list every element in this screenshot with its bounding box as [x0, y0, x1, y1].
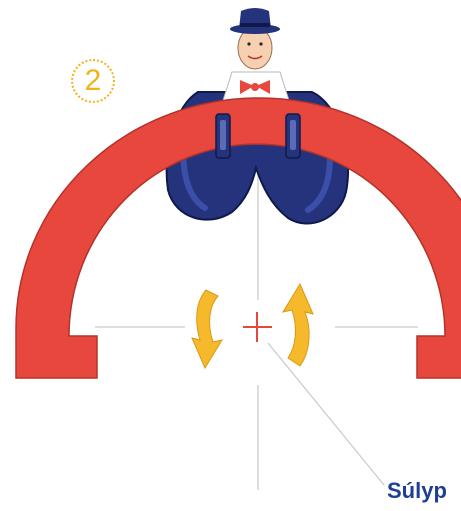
- guide-lines: [95, 165, 418, 490]
- acrobat-bow-knot: [251, 83, 259, 91]
- rotation-arrow-left: [191, 289, 224, 370]
- center-of-gravity-label: Súlyp: [387, 478, 447, 503]
- support-arch: [15, 97, 461, 379]
- rotation-arrow-right: [281, 282, 314, 367]
- acrobat-hands: [215, 113, 301, 159]
- step-number-badge: 2: [71, 59, 115, 103]
- acrobat-bow-tie: [240, 80, 270, 94]
- rotation-arrows-icon: [191, 282, 314, 370]
- acrobat-eye-left: [247, 42, 251, 46]
- center-of-gravity-leader-line: [267, 342, 385, 486]
- center-of-gravity-crosshair-icon: [243, 312, 272, 342]
- acrobat-hat-band: [240, 23, 270, 27]
- acrobat-eye-right: [259, 42, 263, 46]
- acrobat-cuff-left: [220, 120, 226, 150]
- acrobat-smile: [247, 55, 263, 60]
- acrobat-cuff-right: [290, 120, 296, 150]
